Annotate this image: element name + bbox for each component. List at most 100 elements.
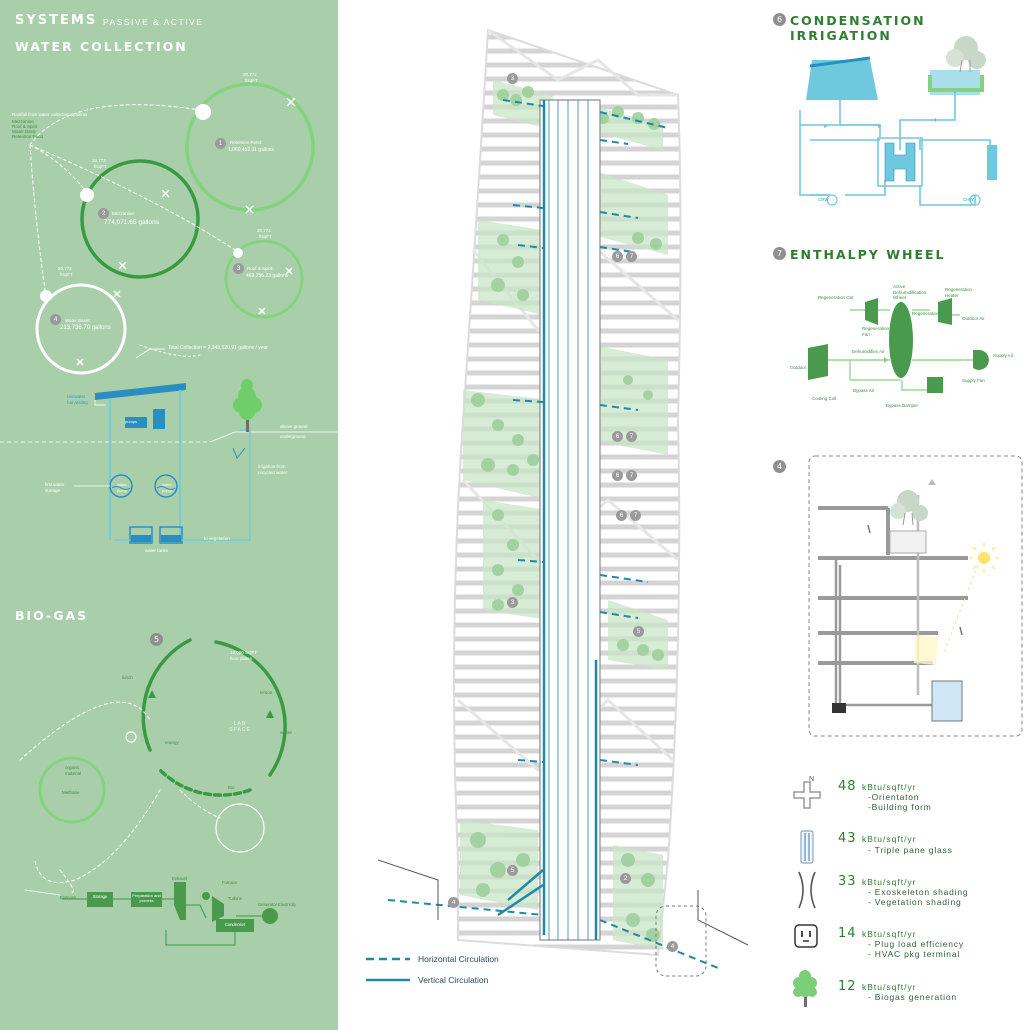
- to-vegetation-label: to vegetation: [204, 536, 230, 541]
- energy-item-3-0: - Plug load efficiency: [868, 939, 964, 949]
- outlet-icon: [794, 924, 818, 948]
- cycle-1-unit: ftsqFT: [245, 78, 258, 83]
- energy-value-2: 33: [838, 874, 857, 889]
- tree-icon: [793, 970, 817, 1007]
- systems-subtitle: PASSIVE & ACTIVE: [103, 17, 204, 27]
- condensation-title: CONDENSATION IRRIGATION: [790, 13, 926, 43]
- cycle-4-badge: 4: [50, 314, 61, 325]
- energy-unit-0: kBtu/sqft/yr: [862, 782, 917, 792]
- cycle-ring-4: [35, 283, 127, 375]
- cycle-3-unit: ftsqFT: [259, 234, 272, 239]
- cooling-coil-label: Cooling Coil: [812, 396, 837, 401]
- chain-furnace: Furnace: [222, 880, 238, 885]
- biogas-badge: 5: [150, 633, 163, 646]
- chain-exhaust: Exhaust: [172, 876, 188, 881]
- source-list-1: Roof & Spirit: [12, 124, 38, 129]
- systems-panel: SYSTEMS PASSIVE & ACTIVE WATER COLLECTIO…: [0, 0, 338, 1030]
- cycle-2-badge: 2: [98, 208, 109, 219]
- outdoor-label: Outdoor: [790, 365, 807, 370]
- cycle-4-value: 213,736.70 gallons: [60, 325, 111, 331]
- chain-condenser: Condenser: [224, 922, 246, 927]
- irrigation-label: irrigation from recycled water: [258, 464, 288, 475]
- cycle-3-name: Roof & Spirit:: [247, 266, 274, 271]
- energy-value-0: 48: [838, 779, 857, 794]
- tower-marker-7d: 7: [630, 510, 641, 521]
- cycle-1-badge: 1: [215, 138, 226, 149]
- cycle-3-badge: 3: [233, 263, 244, 274]
- cycle-2-value: 774,071.65 gallons: [104, 219, 159, 226]
- condensation-diagram: [799, 36, 997, 206]
- systems-title: SYSTEMS: [15, 13, 98, 28]
- energy-item-2-1: - Vegetation shading: [868, 897, 962, 907]
- energy-value-1: 43: [838, 831, 857, 846]
- cycle-ring-2: [80, 159, 200, 279]
- tower-marker-4a: 4: [448, 897, 459, 908]
- biogas-label-floor: 12,000 SQFT floor plates: [230, 650, 257, 661]
- regen-fan-label: Regeneration Fan: [862, 326, 890, 337]
- tower-marker-2: 2: [620, 873, 631, 884]
- chain-electricity: Electricity: [278, 902, 296, 907]
- cycle-4-unit: ftsqFT: [60, 272, 73, 277]
- tower-marker-5a: 5: [633, 626, 644, 637]
- bypass-damper-label: Bypass Damper: [886, 403, 919, 408]
- collector-node-4: [40, 290, 52, 302]
- biogas-label-bio: Bio: [228, 785, 235, 790]
- total-collection: Total Collection = 2,343,520.91 gallons …: [168, 345, 268, 351]
- biogas-label-organic: organic material: [65, 765, 82, 776]
- cycle-2-name: Mezzanine:: [112, 211, 136, 216]
- outdoor-air-label: Outdoor Air: [962, 316, 985, 321]
- biogas-label-energy: energy: [165, 740, 179, 745]
- chain-storage: Storage: [92, 894, 108, 899]
- source-list-2: Water Basin: [12, 129, 37, 134]
- energy-unit-4: kBtu/sqft/yr: [862, 982, 917, 992]
- cycle-1-area: 20,772: [243, 72, 257, 77]
- tower-marker-6d: 6: [616, 510, 627, 521]
- facade-section-diagram: [808, 455, 1023, 737]
- biogas-heading: BIO-GAS: [15, 608, 89, 623]
- chain-preparation: Preparation and process: [132, 893, 161, 903]
- cycle-4-area: 20,772: [58, 266, 72, 271]
- supply-fan-label: Supply Fan: [962, 378, 985, 383]
- storage-label: first water storage: [45, 482, 65, 493]
- crw-label: CRW: [818, 197, 829, 202]
- chain-biomass: Biomass: [60, 895, 77, 900]
- rainwater-label: rainwater harvesting: [67, 394, 88, 405]
- chain-turbine: Turbine: [228, 896, 243, 901]
- tower-marker-5b: 5: [507, 865, 518, 876]
- source-list-3: Retention Pond: [12, 134, 44, 139]
- collector-node-2: [80, 188, 94, 202]
- pump-label-2: water pump: [161, 482, 172, 493]
- enthalpy-title: ENTHALPY WHEEL: [790, 247, 946, 262]
- energy-item-2-0: - Exoskeleton shading: [868, 887, 969, 897]
- energy-item-0-0: -Orientaton: [868, 792, 920, 802]
- tower-marker-6c: 6: [612, 470, 623, 481]
- supply-air-label: Supply Air: [993, 353, 1014, 358]
- lab-space-label: LAB SPACE: [229, 721, 251, 733]
- dehumid-label: Dehumidifies Air: [852, 349, 885, 354]
- tanks-label: water tanks: [145, 548, 169, 553]
- energy-item-4-0: - Biogas generation: [868, 992, 957, 1002]
- rainfall-source-label: Rainfall from water collection systems: [12, 112, 88, 117]
- cycle-4-name: Water Basin:: [65, 318, 91, 323]
- cycle-1-value: 1,060,452.11 gallons: [228, 147, 275, 153]
- source-list-0: Mezzanine: [12, 119, 34, 124]
- wheel-label: Active Dehumidification Wheel: [893, 284, 927, 300]
- energy-item-1-0: - Triple pane glass: [868, 845, 953, 855]
- tower-marker-6a: 6: [612, 251, 623, 262]
- underground-label: underground: [280, 434, 306, 439]
- biogas-diagram: [19, 638, 287, 946]
- energy-unit-3: kBtu/sqft/yr: [862, 929, 917, 939]
- water-cycle-diagram: [0, 82, 338, 544]
- biogas-label-lunch: lunch: [122, 675, 133, 680]
- glass-pane-icon: [800, 830, 814, 864]
- legend-horizontal: Horizontal Circulation: [418, 954, 499, 964]
- biogas-label-methane: Methane: [62, 790, 80, 795]
- chain-generator: Generator: [258, 902, 277, 907]
- tower-marker-3a: 3: [507, 73, 518, 84]
- tower-marker-3b: 3: [507, 597, 518, 608]
- condensation-badge: 6: [773, 13, 786, 26]
- biogas-label-lemon: lemon: [260, 690, 273, 695]
- biogas-label-waste: waste: [280, 730, 292, 735]
- cycle-3-area: 20,772: [257, 228, 271, 233]
